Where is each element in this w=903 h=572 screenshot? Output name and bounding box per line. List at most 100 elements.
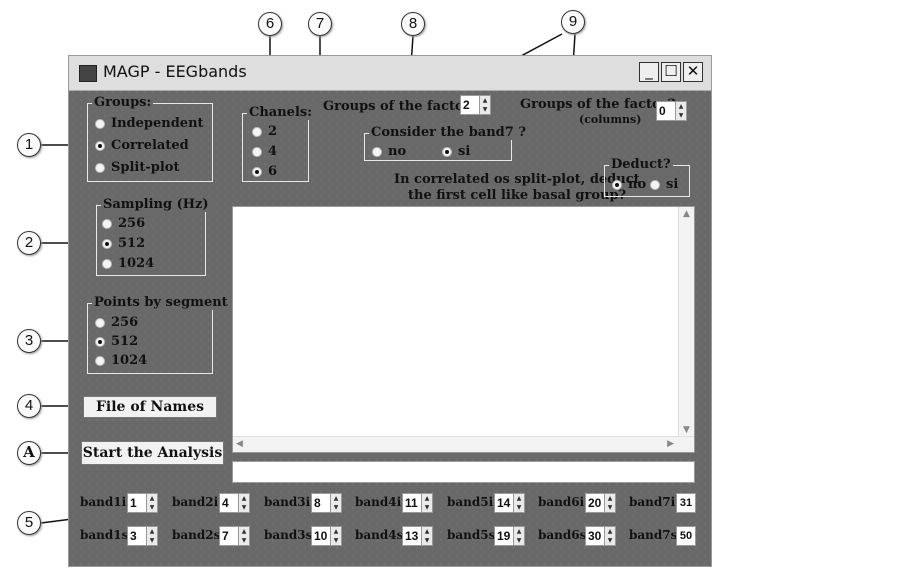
band-spinner[interactable]: 19▲▼ bbox=[494, 526, 525, 546]
groups-box: Groups: bbox=[87, 95, 213, 182]
radio-selected-icon bbox=[95, 140, 105, 151]
factor1-value[interactable]: 2 bbox=[460, 95, 480, 115]
scroll-down-icon[interactable]: ▼ bbox=[683, 425, 690, 435]
callout-7: 7 bbox=[308, 12, 332, 36]
band-spinner[interactable]: 4▲▼ bbox=[219, 493, 250, 513]
spin-arrows-icon[interactable]: ▲▼ bbox=[605, 526, 616, 546]
band-value[interactable]: 50 bbox=[676, 526, 696, 546]
band-spinner[interactable]: 20▲▼ bbox=[585, 493, 616, 513]
band-value[interactable]: 11 bbox=[402, 493, 422, 513]
band-spinner[interactable]: 1▲▼ bbox=[127, 493, 158, 513]
band-value[interactable]: 20 bbox=[585, 493, 605, 513]
band-label: band1s bbox=[80, 528, 129, 542]
band-spinner[interactable]: 7▲▼ bbox=[219, 526, 250, 546]
factor2-sublabel: (columns) bbox=[579, 113, 642, 126]
band-spinner[interactable]: 8▲▼ bbox=[311, 493, 342, 513]
band-label: band7i bbox=[629, 495, 676, 509]
groups-radio-independent[interactable]: Independent bbox=[95, 116, 204, 131]
sampling-radio-256[interactable]: 256 bbox=[102, 216, 145, 231]
band-value[interactable]: 30 bbox=[585, 526, 605, 546]
band7-radio-no[interactable]: no bbox=[372, 144, 406, 159]
radio-icon bbox=[102, 258, 112, 269]
scroll-right-icon[interactable]: ▶ bbox=[667, 439, 674, 449]
spin-arrows-icon[interactable]: ▲▼ bbox=[331, 493, 342, 513]
radio-icon bbox=[95, 118, 105, 129]
callout-1: 1 bbox=[17, 133, 41, 157]
spin-arrows-icon[interactable]: ▲▼ bbox=[239, 493, 250, 513]
close-button[interactable]: ✕ bbox=[683, 62, 703, 82]
factor1-spinner[interactable]: 2 ▲▼ bbox=[460, 95, 491, 115]
band-label: band5s bbox=[447, 528, 496, 542]
scroll-left-icon[interactable]: ◀ bbox=[236, 439, 243, 449]
spin-arrows-icon[interactable]: ▲▼ bbox=[422, 493, 433, 513]
status-field[interactable] bbox=[232, 461, 695, 483]
spin-arrows-icon[interactable]: ▲▼ bbox=[239, 526, 250, 546]
spin-arrows-icon[interactable]: ▲▼ bbox=[676, 101, 687, 121]
band-value[interactable]: 1 bbox=[127, 493, 147, 513]
callout-2: 2 bbox=[17, 231, 41, 255]
start-analysis-button[interactable]: Start the Analysis bbox=[81, 441, 224, 465]
spin-arrows-icon[interactable]: ▲▼ bbox=[514, 493, 525, 513]
callout-8: 8 bbox=[401, 12, 425, 36]
band-value[interactable]: 19 bbox=[494, 526, 514, 546]
sampling-title: Sampling (Hz) bbox=[101, 197, 211, 212]
deduct-radio-no[interactable]: no bbox=[612, 177, 646, 192]
file-of-names-button[interactable]: File of Names bbox=[83, 396, 217, 418]
spin-arrows-icon[interactable]: ▲▼ bbox=[147, 493, 158, 513]
band-label: band1i bbox=[80, 495, 127, 509]
maximize-button[interactable]: ☐ bbox=[661, 62, 681, 82]
callout-4: 4 bbox=[17, 394, 41, 418]
chanels-radio-2[interactable]: 2 bbox=[252, 124, 277, 139]
band-value[interactable]: 10 bbox=[311, 526, 331, 546]
band-spinner[interactable]: 14▲▼ bbox=[494, 493, 525, 513]
groups-title: Groups: bbox=[92, 95, 154, 110]
spin-arrows-icon[interactable]: ▲▼ bbox=[605, 493, 616, 513]
band-label: band2i bbox=[172, 495, 219, 509]
band-value[interactable]: 31 bbox=[676, 493, 696, 513]
horizontal-scrollbar[interactable]: ◀ ▶ bbox=[233, 436, 694, 452]
radio-icon bbox=[372, 146, 382, 157]
chanels-radio-6[interactable]: 6 bbox=[252, 164, 277, 179]
results-text-area[interactable]: ▲ ▼ ◀ ▶ bbox=[232, 206, 695, 453]
spin-arrows-icon[interactable]: ▲▼ bbox=[422, 526, 433, 546]
points-radio-512[interactable]: 512 bbox=[95, 334, 138, 349]
spin-arrows-icon[interactable]: ▲▼ bbox=[147, 526, 158, 546]
vertical-scrollbar[interactable]: ▲ ▼ bbox=[678, 207, 694, 437]
band-value[interactable]: 13 bbox=[402, 526, 422, 546]
band-spinner[interactable]: 13▲▼ bbox=[402, 526, 433, 546]
band-value[interactable]: 8 bbox=[311, 493, 331, 513]
sampling-box: Sampling (Hz) bbox=[96, 197, 211, 276]
groups-radio-correlated[interactable]: Correlated bbox=[95, 138, 189, 153]
spin-arrows-icon[interactable]: ▲▼ bbox=[331, 526, 342, 546]
groups-radio-split-plot[interactable]: Split-plot bbox=[95, 160, 179, 175]
factor2-spinner[interactable]: 0 ▲▼ bbox=[656, 101, 687, 121]
band-spinner[interactable]: 11▲▼ bbox=[402, 493, 433, 513]
spin-arrows-icon[interactable]: ▲▼ bbox=[480, 95, 491, 115]
band-value[interactable]: 14 bbox=[494, 493, 514, 513]
sampling-radio-512[interactable]: 512 bbox=[102, 236, 145, 251]
band-spinner[interactable]: 3▲▼ bbox=[127, 526, 158, 546]
scroll-up-icon[interactable]: ▲ bbox=[683, 209, 690, 219]
band-value[interactable]: 7 bbox=[219, 526, 239, 546]
points-radio-256[interactable]: 256 bbox=[95, 315, 138, 330]
minimize-button[interactable]: _ bbox=[639, 62, 659, 82]
spin-arrows-icon[interactable]: ▲▼ bbox=[514, 526, 525, 546]
radio-icon bbox=[650, 179, 660, 190]
chanels-radio-4[interactable]: 4 bbox=[252, 144, 277, 159]
callout-3: 3 bbox=[17, 329, 41, 353]
band-value[interactable]: 3 bbox=[127, 526, 147, 546]
chanels-box: Chanels: bbox=[242, 105, 315, 182]
sampling-radio-1024[interactable]: 1024 bbox=[102, 256, 154, 271]
deduct-radio-si[interactable]: si bbox=[650, 177, 678, 192]
factor2-value[interactable]: 0 bbox=[656, 101, 676, 121]
title-bar[interactable]: MAGP - EEGbands _ ☐ ✕ bbox=[69, 56, 711, 91]
radio-icon bbox=[102, 218, 112, 229]
band-spinner[interactable]: 30▲▼ bbox=[585, 526, 616, 546]
radio-selected-icon bbox=[95, 336, 105, 347]
band7-radio-si[interactable]: si bbox=[442, 144, 470, 159]
points-radio-1024[interactable]: 1024 bbox=[95, 353, 147, 368]
radio-icon bbox=[252, 146, 262, 157]
band-label: band5i bbox=[447, 495, 494, 509]
band-value[interactable]: 4 bbox=[219, 493, 239, 513]
band-spinner[interactable]: 10▲▼ bbox=[311, 526, 342, 546]
